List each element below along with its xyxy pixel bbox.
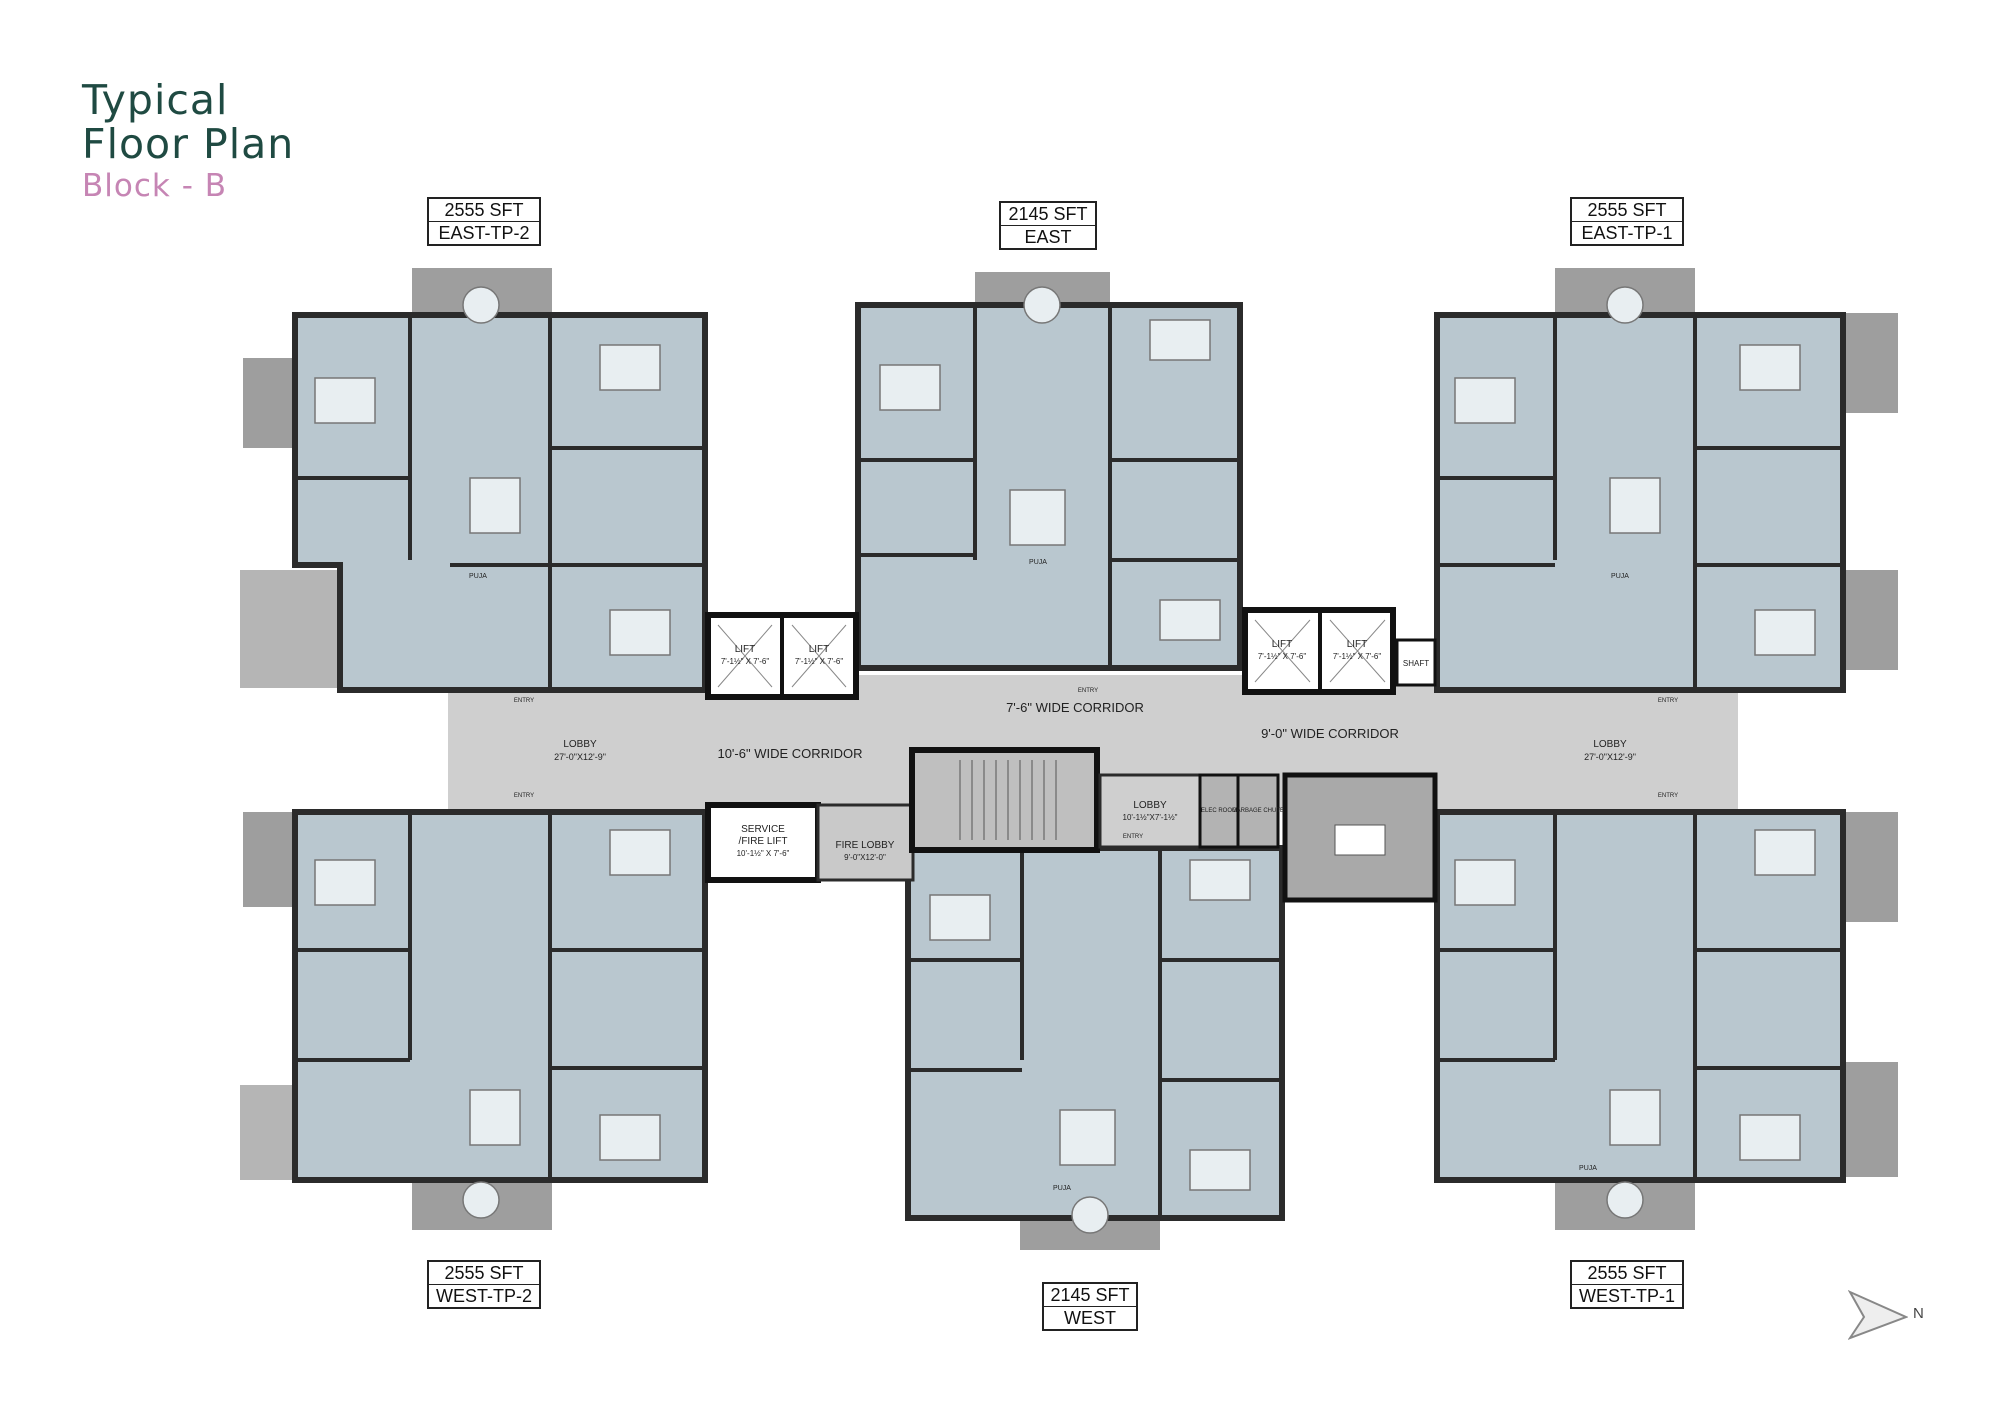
title-block: Typical Floor Plan Block - B — [82, 78, 294, 206]
fire-lobby-label: FIRE LOBBY — [836, 840, 895, 851]
unit-floor — [292, 809, 708, 1183]
shaft — [1395, 638, 1437, 687]
unit-area: 2555 SFT — [1572, 199, 1682, 222]
unit-label-west-tp-2: 2555 SFT WEST-TP-2 — [427, 1260, 541, 1309]
title-line-1: Typical — [82, 76, 229, 124]
lift-size: 7'-1½" X 7'-6" — [1333, 652, 1381, 661]
balcony — [243, 812, 298, 907]
lobby-label-left: LOBBY — [563, 739, 597, 750]
lobby-size-left: 27'-0"X12'-9" — [554, 752, 606, 762]
balcony — [243, 358, 298, 448]
block-subtitle: Block - B — [82, 168, 228, 204]
entry-label: ENTRY — [1078, 688, 1098, 694]
unit-label-east-tp-2: 2555 SFT EAST-TP-2 — [427, 197, 541, 246]
unit-facing: WEST-TP-2 — [435, 1286, 532, 1306]
lift-size: 7'-1½" X 7'-6" — [721, 657, 769, 666]
lobby-small-label: LOBBY — [1133, 800, 1167, 811]
puja-label: PUJA — [469, 573, 487, 580]
interior-walls — [295, 305, 1843, 1218]
elec-room-label: ELEC ROOM — [1201, 808, 1237, 814]
unit-floor — [855, 302, 1243, 671]
unit-facing: WEST-TP-1 — [1578, 1286, 1675, 1306]
furniture — [314, 286, 1816, 1234]
unit-facing: EAST-TP-2 — [438, 223, 530, 243]
lobby-label-right: LOBBY — [1593, 739, 1627, 750]
lobby-small — [1098, 773, 1202, 849]
service-lift-size: 10'-1½" X 7'-6" — [737, 849, 790, 858]
title-line-2: Floor Plan — [82, 120, 295, 168]
unit-west-tp-1 — [1434, 809, 1898, 1230]
unit-area: 2145 SFT — [1044, 1284, 1136, 1307]
shaft-label: SHAFT — [1403, 659, 1429, 668]
corridor-label-7-6: 7'-6" WIDE CORRIDOR — [1006, 700, 1144, 715]
lift-core-west — [705, 747, 1438, 903]
garbage-chute-label: GARBAGE CHUTE — [1232, 808, 1284, 814]
service-lift-label: SERVICE — [741, 824, 785, 835]
unit-facing: EAST-TP-1 — [1581, 223, 1673, 243]
lift-size: 7'-1½" X 7'-6" — [1258, 652, 1306, 661]
lobby-small-size: 10'-1½"X7'-1½" — [1123, 813, 1178, 822]
entry-label: ENTRY — [514, 698, 534, 704]
balcony — [1843, 812, 1898, 922]
fire-lobby — [816, 803, 915, 882]
balcony — [240, 1085, 298, 1180]
service-lift-label-2: /FIRE LIFT — [739, 836, 788, 847]
lift-label: LIFT — [735, 644, 756, 655]
puja-label: PUJA — [1053, 1185, 1071, 1192]
puja-label: PUJA — [1611, 573, 1629, 580]
balcony — [1843, 570, 1898, 670]
service-lift — [705, 802, 821, 883]
balcony — [1843, 313, 1898, 413]
core-labels: 7'-6" WIDE CORRIDOR 10'-6" WIDE CORRIDOR… — [469, 559, 1678, 1192]
lift-label: LIFT — [1347, 639, 1368, 650]
corridor-label-10-6: 10'-6" WIDE CORRIDOR — [717, 746, 862, 761]
unit-label-west-tp-1: 2555 SFT WEST-TP-1 — [1570, 1260, 1684, 1309]
lift-core-east — [705, 607, 1437, 700]
balcony — [240, 570, 340, 688]
lift-label: LIFT — [1272, 639, 1293, 650]
unit-area: 2555 SFT — [429, 1262, 539, 1285]
unit-facing: WEST — [1064, 1308, 1116, 1328]
unit-facing: EAST — [1024, 227, 1072, 247]
entry-label: ENTRY — [1123, 834, 1143, 840]
unit-label-east-tp-1: 2555 SFT EAST-TP-1 — [1570, 197, 1684, 246]
unit-area: 2555 SFT — [1572, 1262, 1682, 1285]
lobby-size-right: 27'-0"X12'-9" — [1584, 752, 1636, 762]
unit-label-west: 2145 SFT WEST — [1042, 1282, 1138, 1331]
lift-size: 7'-1½" X 7'-6" — [795, 657, 843, 666]
unit-floor — [1434, 809, 1846, 1183]
entry-label: ENTRY — [1658, 793, 1678, 799]
corridor-center — [855, 675, 1250, 755]
north-label: N — [1913, 1305, 1924, 1322]
north-arrow-icon — [1848, 1290, 1908, 1340]
corridor-label-9-0: 9'-0" WIDE CORRIDOR — [1261, 726, 1399, 741]
staircase — [909, 747, 1100, 853]
unit-label-east: 2145 SFT EAST — [999, 201, 1097, 250]
lift-label: LIFT — [809, 644, 830, 655]
fire-lobby-size: 9'-0"X12'-0" — [844, 853, 886, 862]
entry-label: ENTRY — [1658, 698, 1678, 704]
unit-area: 2555 SFT — [429, 199, 539, 222]
unit-area: 2145 SFT — [1001, 203, 1095, 226]
balcony — [1843, 1062, 1898, 1177]
unit-west-tp-2 — [240, 809, 708, 1230]
garbage-chute — [1236, 773, 1280, 849]
puja-label: PUJA — [1029, 559, 1047, 566]
puja-label: PUJA — [1579, 1165, 1597, 1172]
unit-east — [855, 272, 1243, 671]
entry-label: ENTRY — [514, 793, 534, 799]
